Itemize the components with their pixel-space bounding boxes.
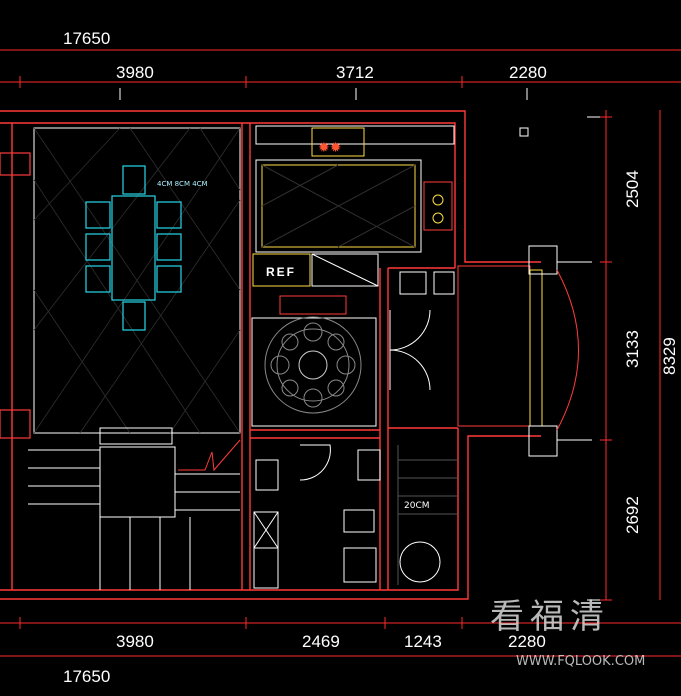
- fridge-label: REF: [266, 265, 296, 279]
- living-room: 4CM 8CM 4CM: [0, 127, 241, 439]
- dimension-leaders: [119, 88, 600, 601]
- kitchen: ✹✹: [252, 125, 455, 315]
- watermark-text: 看福清: [490, 597, 610, 637]
- walls: [0, 110, 541, 600]
- dim-top-2: 3712: [336, 63, 374, 82]
- bathroom: [253, 444, 381, 589]
- porch: [457, 127, 592, 457]
- dim-right-total: 8329: [660, 337, 679, 375]
- stove-icon: ✹✹: [318, 140, 342, 156]
- dim-right-3: 2692: [623, 496, 642, 534]
- watermark-url: WWW.FQLOOK.COM: [516, 654, 645, 669]
- balcony: [397, 445, 458, 585]
- watermark: 看福清 WWW.FQLOOK.COM: [490, 597, 645, 669]
- size-note: 4CM 8CM 4CM: [157, 180, 208, 188]
- dim-right-1: 2504: [623, 170, 642, 208]
- foyer-medallion: [251, 316, 377, 427]
- dim-bottom-1: 3980: [116, 632, 154, 651]
- dim-top-1: 3980: [116, 63, 154, 82]
- dim-bottom-2: 2469: [302, 632, 340, 651]
- staircase: [28, 427, 241, 590]
- dim-top-3: 2280: [509, 63, 547, 82]
- dimension-lines: [0, 49, 681, 657]
- dim-bottom-3: 1243: [404, 632, 442, 651]
- balcony-size: 20CM: [404, 501, 430, 511]
- dim-bottom-4: 2280: [508, 632, 546, 651]
- dim-top-total: 17650: [63, 29, 110, 48]
- dim-bottom-total: 17650: [63, 667, 110, 686]
- dim-right-2: 3133: [623, 330, 642, 368]
- dining-table: [85, 165, 182, 331]
- entry-doors: [389, 271, 455, 391]
